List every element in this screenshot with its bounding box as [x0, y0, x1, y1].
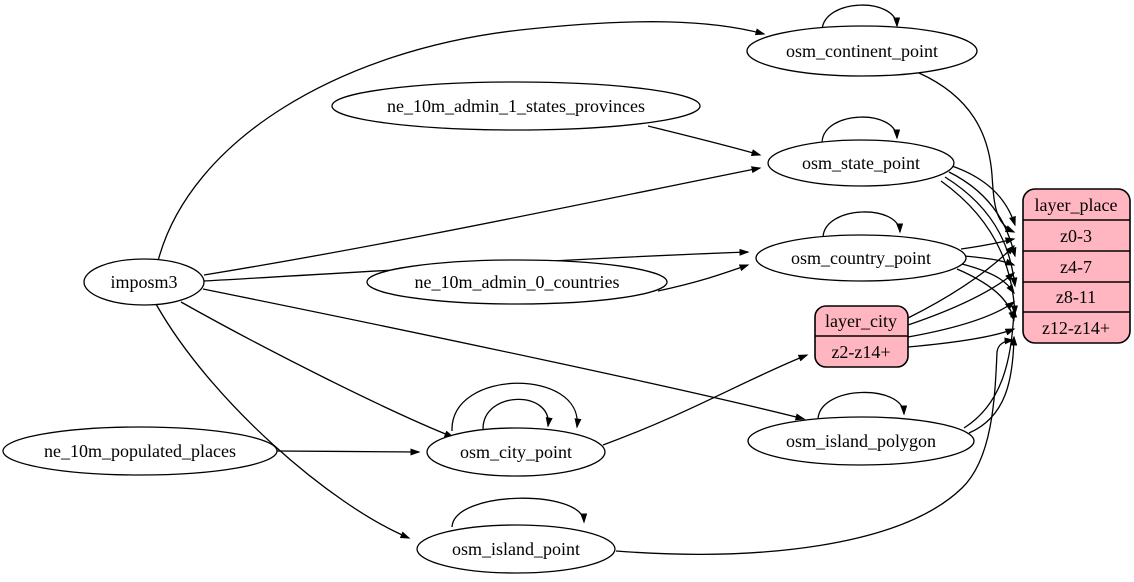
- osm_country_point-label: osm_country_point: [791, 248, 931, 268]
- node-ne_10m_admin_0_countries: ne_10m_admin_0_countries: [366, 259, 668, 305]
- layer_city-row-z2-z14: z2-z14+: [831, 342, 890, 362]
- edge-osm_country_point-layer_place-z8-11: [961, 263, 1015, 295]
- edge-ne_10m_admin_0_countries-osm_country_point: [657, 264, 750, 292]
- edge-imposm3-osm_island_polygon: [202, 288, 806, 421]
- layer_place-row-z12-z14: z12-z14+: [1042, 318, 1110, 338]
- edge-imposm3-osm_island_point: [155, 303, 411, 539]
- edge-layer_city-layer_place-z12-z14: [907, 328, 1016, 348]
- layer_place-row-z0-3: z0-3: [1060, 226, 1092, 246]
- node-ne_10m_admin_1_states_provinces: ne_10m_admin_1_states_provinces: [331, 81, 701, 131]
- ne_10m_admin_0_countries-label: ne_10m_admin_0_countries: [415, 272, 620, 292]
- node-osm_city_point: osm_city_point: [426, 427, 606, 477]
- edge-osm_island_polygon-layer_place-z8-11: [963, 307, 1018, 429]
- ne_10m_populated_places-ellipse: [2, 426, 278, 476]
- osm_island_polygon-ellipse: [747, 416, 975, 466]
- node-layer_place: layer_place z0-3 z4-7 z8-11 z12-z14+: [1022, 188, 1131, 344]
- edge-imposm3-osm_city_point: [180, 301, 455, 438]
- node-osm_island_point: osm_island_point: [416, 524, 616, 574]
- osm_country_point-ellipse: [755, 234, 967, 282]
- edge-osm_state_point-self: [821, 116, 901, 143]
- edge-osm_island_point-self: [451, 497, 588, 528]
- osm_state_point-ellipse: [767, 139, 955, 187]
- ne_10m_admin_1_states_provinces-label: ne_10m_admin_1_states_provinces: [387, 96, 645, 116]
- node-ne_10m_populated_places: ne_10m_populated_places: [2, 426, 278, 476]
- edge-osm_island_point-layer_place-z12-z14: [615, 337, 1015, 555]
- edge-osm_city_point-layer_city-z2-z14: [602, 354, 809, 446]
- osm_city_point-ellipse: [426, 427, 606, 477]
- edge-osm_island_polygon-layer_place-z12-z14: [968, 335, 1018, 434]
- node-layer_city: layer_city z2-z14+: [814, 305, 909, 368]
- imposm3-label: imposm3: [110, 272, 177, 292]
- node-osm_continent_point: osm_continent_point: [746, 25, 978, 77]
- edge-layer_city-layer_place-z4-7: [907, 272, 1016, 326]
- edge-osm_island_polygon-self: [817, 391, 908, 420]
- edge-imposm3-osm_continent_point: [157, 21, 766, 262]
- layer_place-box: [1022, 188, 1131, 344]
- osm_continent_point-label: osm_continent_point: [786, 41, 938, 61]
- node-imposm3: imposm3: [83, 258, 205, 306]
- edge-osm_state_point-layer_place-z0-3: [951, 165, 1016, 227]
- osm_city_point-label: osm_city_point: [460, 442, 572, 462]
- node-osm_country_point: osm_country_point: [755, 234, 967, 282]
- edge-osm_country_point-layer_place-z0-3: [960, 237, 1016, 250]
- layer_place-row-z8-11: z8-11: [1056, 287, 1096, 307]
- layer_place-row-z4-7: z4-7: [1060, 257, 1092, 277]
- osm_state_point-label: osm_state_point: [802, 153, 920, 173]
- edge-ne_10m_admin_1_states_provinces-osm_state_point: [647, 125, 762, 156]
- node-osm_island_polygon: osm_island_polygon: [747, 416, 975, 466]
- edge-osm_country_point-layer_place-z4-7: [963, 255, 1016, 266]
- edge-ne_10m_populated_places-osm_city_point: [276, 448, 421, 456]
- osm_island_polygon-label: osm_island_polygon: [786, 431, 936, 451]
- edge-osm_country_point-self: [822, 211, 904, 238]
- ne_10m_populated_places-label: ne_10m_populated_places: [44, 441, 236, 461]
- edge-imposm3-osm_state_point: [203, 166, 762, 276]
- node-osm_state_point: osm_state_point: [767, 139, 955, 187]
- osm_continent_point-ellipse: [746, 25, 978, 77]
- edge-osm_city_point-self-outer: [451, 382, 582, 432]
- edge-osm_city_point-self-inner: [482, 398, 553, 430]
- edge-osm_state_point-layer_place-z4-7: [948, 171, 1017, 258]
- ne_10m_admin_0_countries-ellipse: [366, 259, 668, 305]
- imposm3-ellipse: [83, 258, 205, 306]
- edge-layer_city-layer_place-z8-11: [907, 301, 1016, 338]
- edge-layer_city-layer_place-z0-3: [907, 244, 1016, 319]
- layer_city-title: layer_city: [825, 311, 897, 331]
- ne_10m_admin_1_states_provinces-ellipse: [331, 81, 701, 131]
- edge-osm_country_point-layer_place-z12-z14: [956, 268, 1016, 322]
- osm_island_point-ellipse: [416, 524, 616, 574]
- osm_island_point-label: osm_island_point: [452, 539, 580, 559]
- layer_place-title: layer_place: [1035, 195, 1118, 215]
- edge-osm_continent_point-self: [821, 4, 901, 31]
- edge-osm_continent_point-layer_place-z0-3: [918, 72, 1016, 233]
